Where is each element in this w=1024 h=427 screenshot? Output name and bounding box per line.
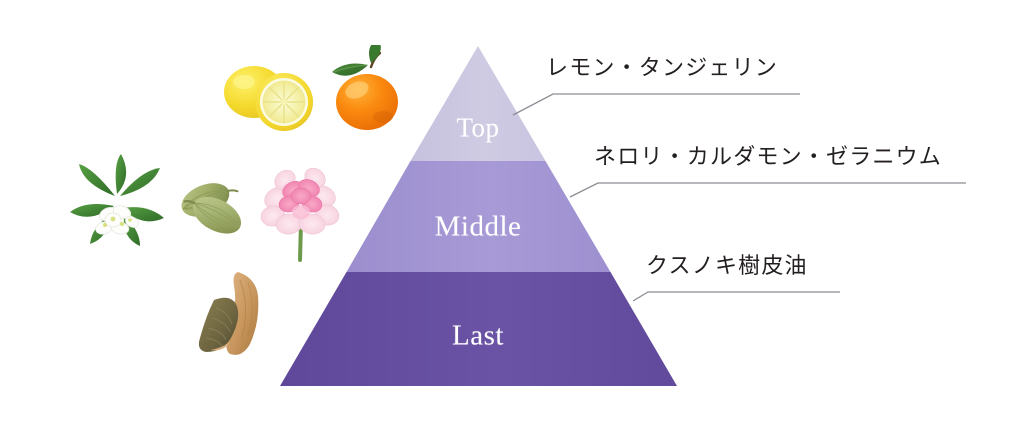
notes-label-middle: ネロリ・カルダモン・ゼラニウム — [594, 144, 943, 169]
leader-line-middle — [569, 182, 966, 198]
leader-line-last — [632, 291, 840, 302]
notes-label-top: レモン・タンジェリン — [546, 55, 779, 80]
tier-label-last: Last — [452, 319, 504, 352]
pyramid-tier-top — [410, 46, 546, 161]
tier-label-middle: Middle — [434, 210, 522, 243]
leader-line-top — [512, 93, 800, 116]
tier-label-top: Top — [456, 112, 500, 143]
notes-label-last: クスノキ樹皮油 — [646, 253, 808, 278]
pyramid-tier-middle — [346, 161, 611, 272]
pyramid-tier-last — [280, 272, 677, 386]
